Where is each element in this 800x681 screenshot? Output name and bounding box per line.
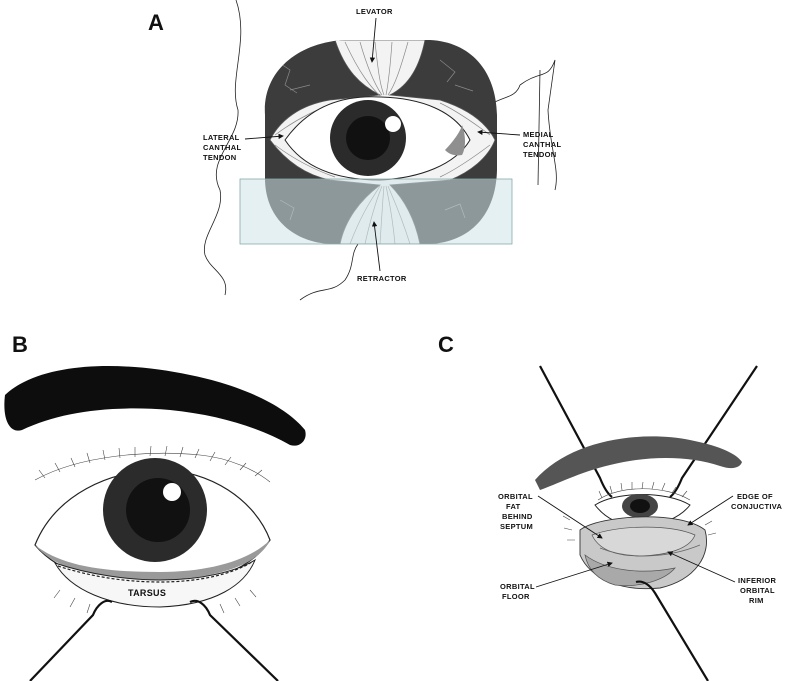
corneal-highlight — [385, 116, 401, 132]
pupil-b — [126, 478, 190, 542]
label-inferior-rim-1: INFERIOR — [738, 576, 777, 585]
label-retractor: RETRACTOR — [357, 274, 407, 283]
label-orbital-fat-1: ORBITAL — [498, 492, 533, 501]
face-outline-nose — [519, 59, 557, 191]
face-outline-lower — [299, 243, 359, 301]
label-tarsus: TARSUS — [128, 588, 166, 598]
label-medial-canthal-1: MEDIAL — [523, 130, 554, 139]
upper-lashes-c — [597, 481, 691, 501]
label-edge-conj-1: EDGE OF — [737, 492, 773, 501]
retractor-hook-left — [29, 599, 113, 681]
lower-lashes-c — [562, 515, 717, 541]
face-outline-lateral — [203, 0, 242, 296]
arrow-lateral-canthal — [244, 133, 284, 140]
arrow-edge-conj — [687, 495, 734, 526]
label-lateral-canthal-3: TENDON — [203, 153, 236, 162]
lower-lashes-b — [53, 589, 257, 614]
arrow-levator — [369, 17, 377, 63]
eyebrow-c — [535, 436, 742, 490]
orbital-floor-region — [584, 554, 676, 586]
label-lateral-canthal-2: CANTHAL — [203, 143, 241, 152]
face-outline-nose-3 — [537, 69, 541, 186]
upper-lashes-b — [34, 445, 271, 483]
retractor-hook-right — [189, 599, 279, 681]
label-orbital-fat-4: SEPTUM — [500, 522, 533, 531]
panel-c-letter: C — [438, 332, 454, 357]
retractor-highlight-box — [239, 178, 513, 245]
orbit — [264, 40, 497, 244]
arrow-retractor — [371, 221, 381, 272]
corneal-highlight-b — [163, 483, 181, 501]
tarsus-dashed-line — [57, 561, 253, 583]
panel-c: C ORBITAL FAT BEHIND SEPTUM EDGE OF CONJ… — [438, 332, 782, 681]
panel-a: A — [148, 0, 561, 301]
label-orbital-floor-1: ORBITAL — [500, 582, 535, 591]
arrow-orbital-floor — [535, 561, 613, 588]
panel-b-letter: B — [12, 332, 28, 357]
retractor-wire-upper-left — [539, 365, 613, 498]
arrow-orbital-fat — [537, 495, 603, 539]
panel-a-letter: A — [148, 10, 164, 35]
label-medial-canthal-2: CANTHAL — [523, 140, 561, 149]
label-medial-canthal-3: TENDON — [523, 150, 556, 159]
label-lateral-canthal-1: LATERAL — [203, 133, 240, 142]
eyebrow — [4, 366, 306, 446]
inferior-orbital-rim-line — [599, 544, 701, 557]
label-levator: LEVATOR — [356, 7, 393, 16]
retractor-wire-lower — [635, 580, 709, 681]
label-orbital-floor-2: FLOOR — [502, 592, 530, 601]
label-orbital-fat-2: FAT — [506, 502, 521, 511]
lower-lid-gray-b — [35, 540, 270, 580]
pupil — [346, 116, 390, 160]
pupil-c — [630, 499, 650, 513]
label-edge-conj-2: CONJUCTIVA — [731, 502, 782, 511]
caruncle — [445, 125, 465, 156]
panel-b: B TARSUS — [4, 332, 306, 681]
retractor-wire-upper-right — [669, 365, 758, 498]
label-orbital-fat-3: BEHIND — [502, 512, 533, 521]
label-inferior-rim-3: RIM — [749, 596, 764, 605]
arrow-medial-canthal — [477, 129, 521, 136]
label-inferior-rim-2: ORBITAL — [740, 586, 775, 595]
arrow-inferior-rim — [667, 551, 736, 583]
